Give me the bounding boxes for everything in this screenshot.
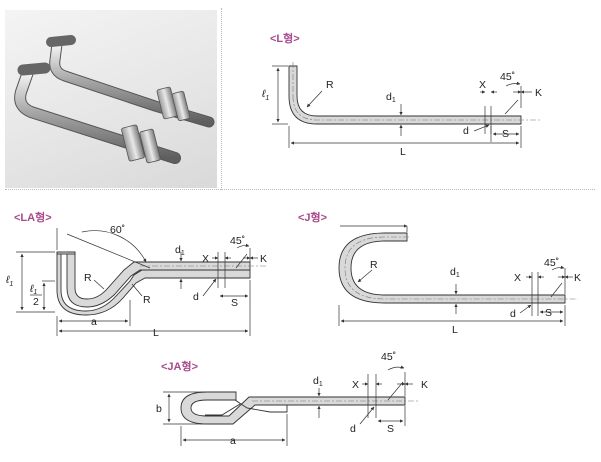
j-type-45-label: 45˚ xyxy=(544,257,559,269)
j-type-diagram: <J형> R d1 X K 45˚ d S L xyxy=(298,210,581,336)
la-type-60-label: 60˚ xyxy=(110,224,125,236)
la-type-bolt-outer xyxy=(56,251,251,316)
ja-type-d-label: d xyxy=(350,423,356,435)
anchor-bolt-photo xyxy=(5,10,217,188)
la-type-bolt-inner xyxy=(66,251,251,308)
l-type-centerline-h xyxy=(292,95,540,121)
anchor-bolt-image xyxy=(14,35,215,164)
j-type-s-label: S xyxy=(545,307,552,319)
j-type-bolt xyxy=(338,232,566,304)
ja-type-bolt-hook xyxy=(180,391,406,425)
ja-type-k-label: K xyxy=(421,379,428,391)
l-type-45-label: 45˚ xyxy=(500,71,515,83)
la-type-half-l1-num: ℓ1 xyxy=(29,283,37,296)
l-type-k-label: K xyxy=(535,87,542,99)
ja-type-b-label: b xyxy=(156,403,162,415)
la-type-l-label: L xyxy=(153,327,159,339)
la-type-l1-label: ℓ1 xyxy=(5,274,13,288)
la-type-r2-label: R xyxy=(143,294,151,306)
la-type-a-label: a xyxy=(91,316,97,328)
l-type-d1-label: d1 xyxy=(386,91,396,104)
l-type-r-label: R xyxy=(326,79,334,91)
j-type-x-label: X xyxy=(514,272,521,284)
l-type-d-label: d xyxy=(463,125,469,137)
l-type-r-leader xyxy=(306,90,323,108)
la-type-d1-label: d1 xyxy=(175,244,185,257)
ja-type-d-leader xyxy=(359,406,375,425)
ja-type-title: <JA형> xyxy=(161,359,198,373)
la-type-d-label: d xyxy=(193,291,199,303)
l-type-l1-label: ℓ1 xyxy=(261,88,269,102)
l-type-bolt xyxy=(288,65,522,125)
j-type-title: <J형> xyxy=(298,210,327,224)
ja-type-x-label: X xyxy=(352,379,359,391)
ja-type-s-label: S xyxy=(387,423,394,435)
horizontal-separator xyxy=(5,189,595,191)
ja-type-45-label: 45˚ xyxy=(381,351,396,363)
j-type-d-leader xyxy=(519,304,532,314)
l-type-s-label: S xyxy=(502,128,509,140)
ja-type-bolt-tail xyxy=(215,399,288,413)
l-type-title: <L형> xyxy=(270,31,300,45)
la-type-diagram: <LA형> 60˚ R R ℓ1 ℓ1 2 d1 X K 4 xyxy=(5,210,268,339)
j-type-r-leader xyxy=(357,269,373,283)
j-type-d1-label: d1 xyxy=(450,266,460,279)
ja-type-d1-label: d1 xyxy=(313,375,323,388)
vertical-separator xyxy=(221,8,223,190)
l-type-l-label: L xyxy=(400,146,406,158)
j-type-d-label: d xyxy=(510,308,516,320)
la-type-45-label: 45˚ xyxy=(230,235,245,247)
la-type-r1-label: R xyxy=(84,272,92,284)
la-type-title: <LA형> xyxy=(14,210,52,224)
ja-type-diagram: <JA형> b d1 X K 45˚ d S a xyxy=(156,351,428,447)
j-type-l-label: L xyxy=(452,324,458,336)
la-type-k-label: K xyxy=(260,253,267,265)
la-type-half-l1-den: 2 xyxy=(33,296,39,308)
l-type-diagram: <L형> ℓ1 R d1 d X K 45˚ S L xyxy=(261,31,542,158)
l-type-x-label: X xyxy=(479,79,486,91)
la-type-x-label: X xyxy=(202,253,209,265)
la-type-d-leader xyxy=(202,278,217,297)
j-type-r-label: R xyxy=(370,259,378,271)
l-type-d-leader xyxy=(473,124,490,132)
la-type-60-arc xyxy=(81,230,147,263)
j-type-centerline xyxy=(344,236,578,300)
j-type-k-label: K xyxy=(574,272,581,284)
la-type-s-label: S xyxy=(231,297,238,309)
ja-type-a-label: a xyxy=(230,435,236,447)
